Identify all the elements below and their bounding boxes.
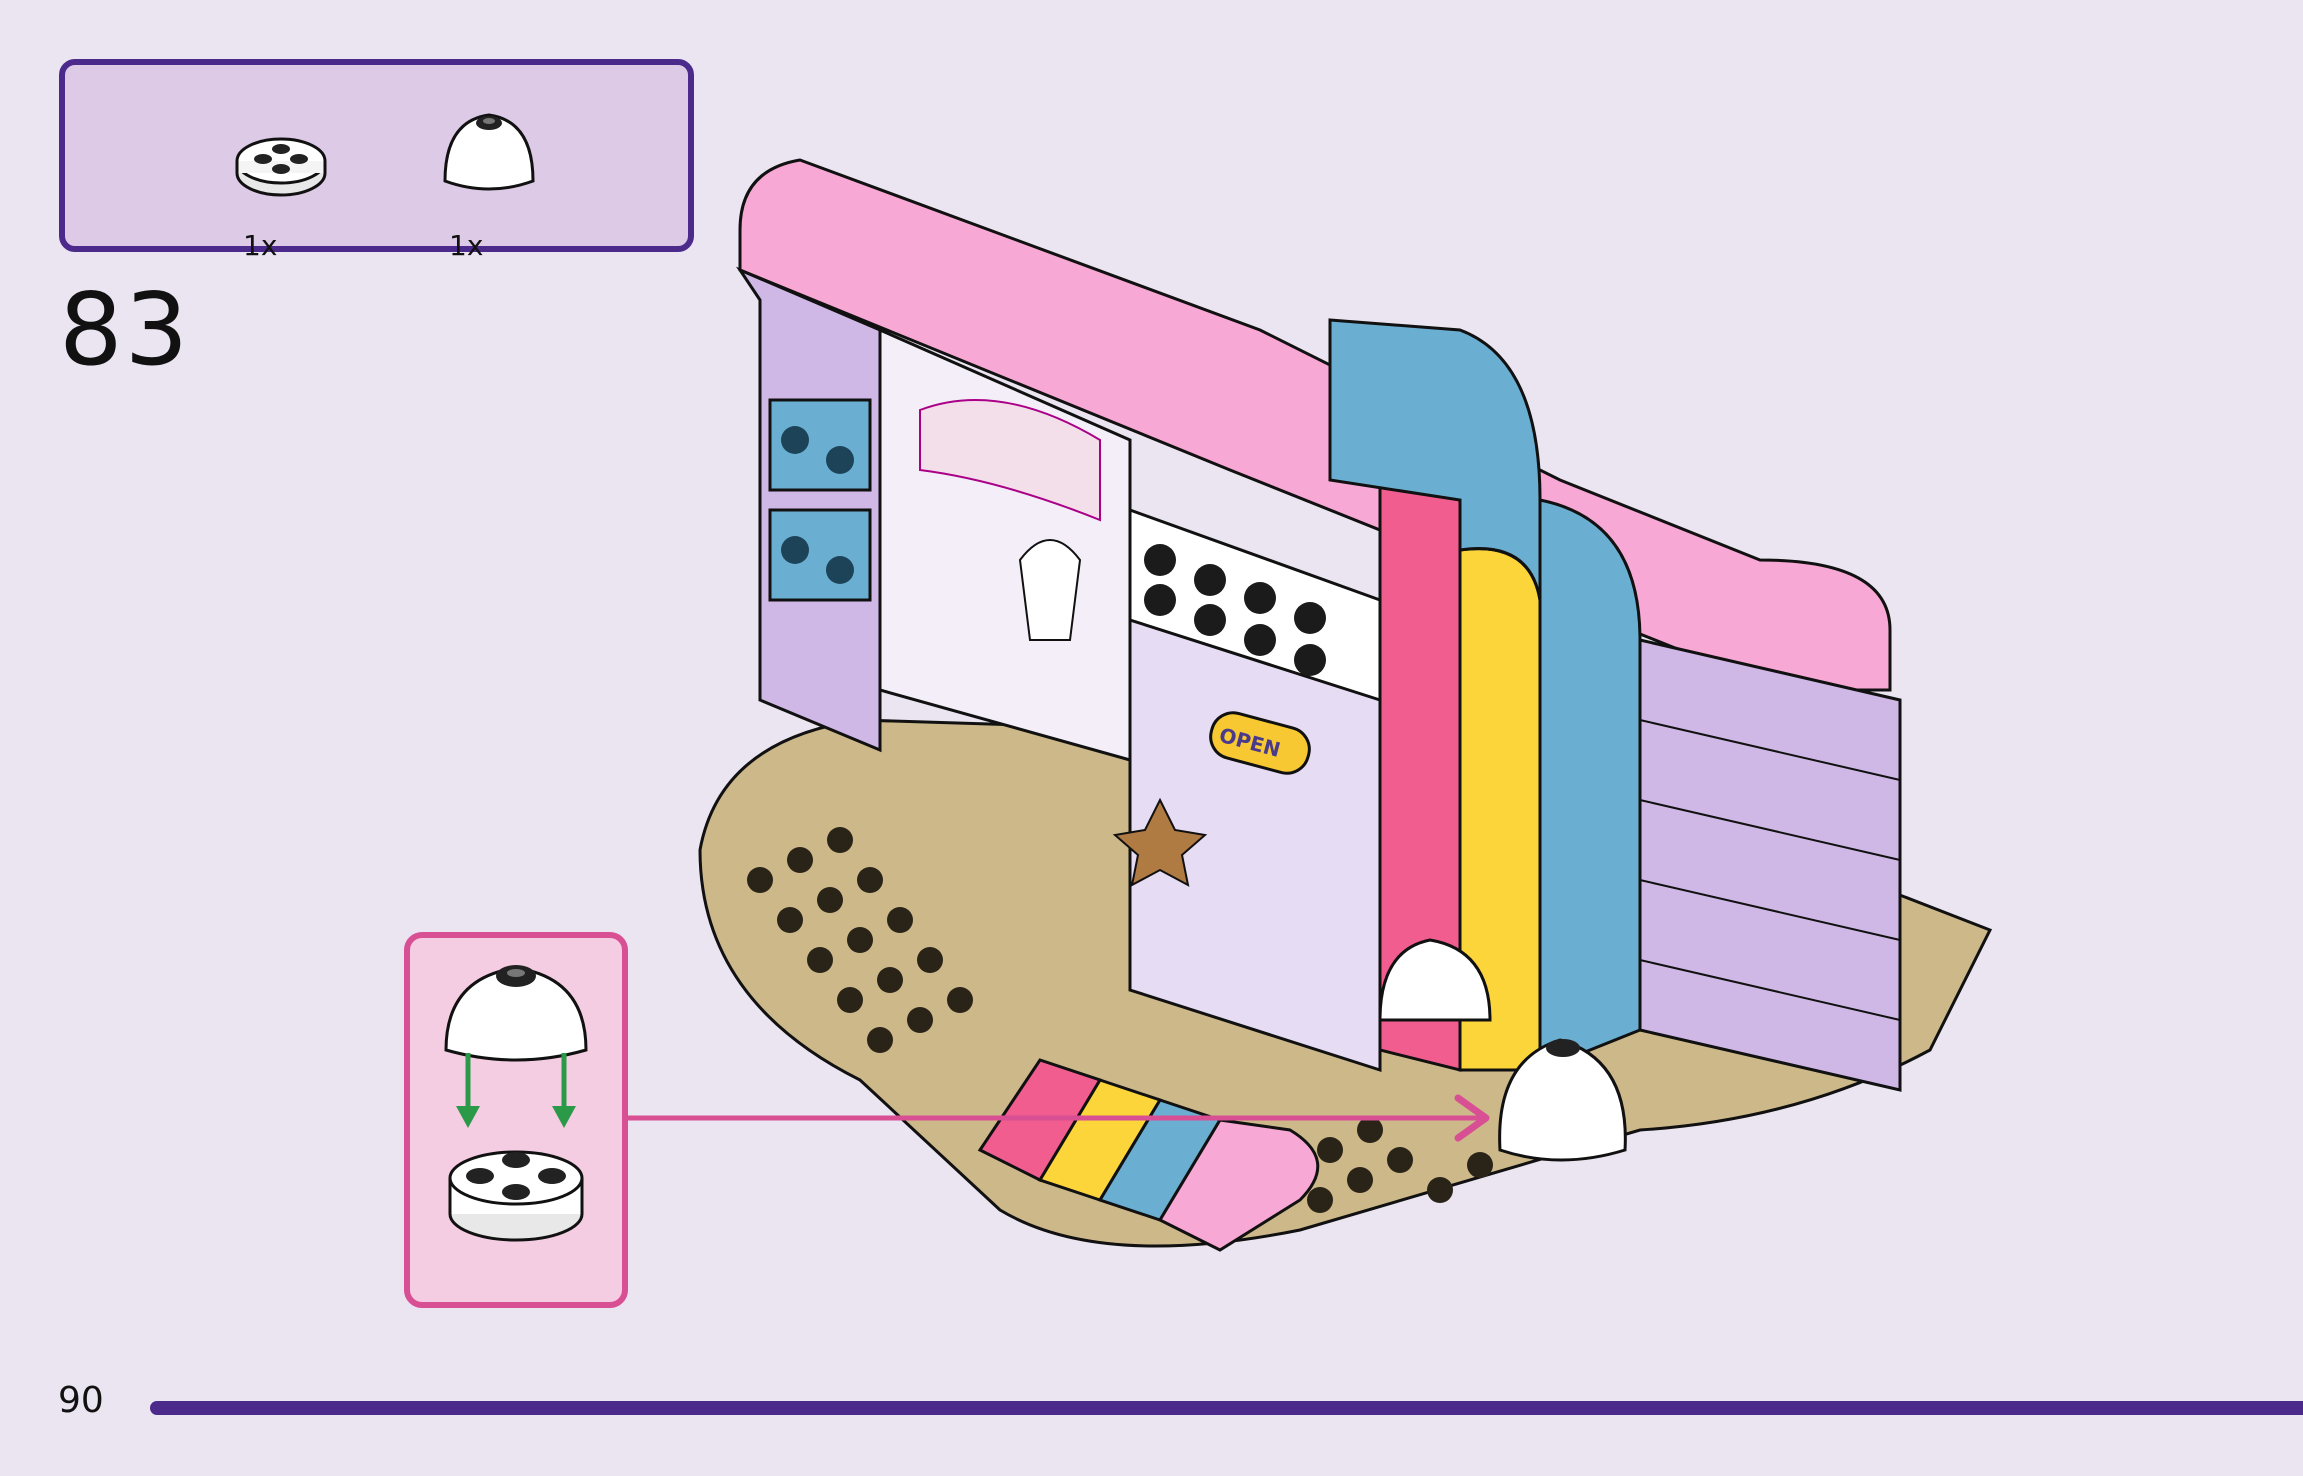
callout-illustration bbox=[410, 938, 622, 1302]
sub-assembly-callout bbox=[404, 932, 628, 1308]
down-arrow-icon bbox=[456, 1053, 576, 1128]
page-number: 90 bbox=[58, 1380, 104, 1421]
page-divider-line bbox=[150, 1401, 2303, 1415]
blue-pillar bbox=[1540, 500, 1640, 1070]
lavender-wall-right bbox=[1640, 640, 1900, 1090]
cupcake-icon bbox=[1020, 540, 1080, 640]
